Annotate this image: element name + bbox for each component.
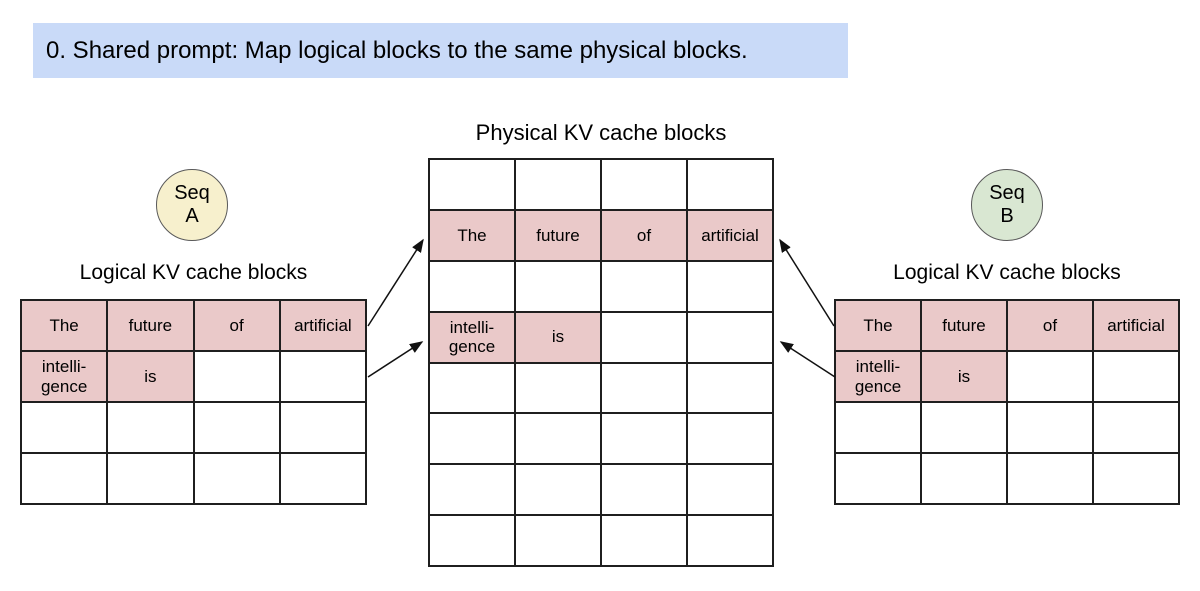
logical_b-cell-r2c1 [921,402,1007,453]
physical-cell-r3c0: intelli- gence [429,311,515,363]
logical_a-cell-r3c2 [193,453,280,504]
physical-cell-r4c2 [601,362,687,414]
logical_a-cell-r1c2 [193,351,280,402]
physical-cell-r6c3 [687,464,773,516]
logical-b-blocks-title: Logical KV cache blocks [893,261,1121,284]
logical_a-cell-r1c3 [279,351,366,402]
arrow-seq-a-block0 [367,238,424,327]
physical-cell-r5c1 [515,413,601,465]
physical-cell-r5c0 [429,413,515,465]
physical-cell-r2c0 [429,260,515,312]
logical_b-cell-r0c3: artificial [1093,300,1179,351]
logical_b-cell-r0c2: of [1007,300,1093,351]
physical-cell-r5c2 [601,413,687,465]
physical-cell-r0c1 [515,159,601,210]
logical_a-cell-r3c1 [107,453,194,504]
logical_a-cell-r0c3: artificial [279,300,366,351]
physical-cell-r2c2 [601,260,687,312]
logical_b-cell-r2c0 [835,402,921,453]
seq-a-label: Seq A [174,182,210,227]
logical_a-cell-r1c1: is [107,351,194,402]
logical_b-cell-r3c1 [921,453,1007,504]
seq-b-badge: Seq B [971,169,1043,241]
logical-a-blocks-title: Logical KV cache blocks [79,261,308,284]
physical-cell-r0c3 [687,159,773,210]
logical_a-cell-r2c2 [193,402,280,453]
logical_a-cell-r3c0 [21,453,108,504]
logical_b-cell-r1c0: intelli- gence [835,351,921,402]
physical-cell-r5c3 [687,413,773,465]
physical-cell-r2c1 [515,260,601,312]
logical_a-cell-r0c2: of [193,300,280,351]
seq-b-label: Seq B [989,182,1025,227]
physical-cell-r6c1 [515,464,601,516]
logical_b-cell-r2c3 [1093,402,1179,453]
logical_b-cell-r0c0: The [835,300,921,351]
physical-cell-r1c0: The [429,209,515,261]
physical-cell-r7c0 [429,515,515,566]
physical-cell-r4c3 [687,362,773,414]
seq-a-badge: Seq A [156,169,228,241]
logical_b-cell-r1c1: is [921,351,1007,402]
physical-cell-r3c3 [687,311,773,363]
logical_b-cell-r2c2 [1007,402,1093,453]
title-banner: 0. Shared prompt: Map logical blocks to … [33,23,848,78]
physical-cell-r3c1: is [515,311,601,363]
physical-cell-r0c0 [429,159,515,210]
physical-cell-r6c2 [601,464,687,516]
physical-cell-r7c2 [601,515,687,566]
physical-blocks-title: Physical KV cache blocks [475,120,727,145]
physical-cell-r7c3 [687,515,773,566]
physical-cell-r4c1 [515,362,601,414]
logical_b-cell-r3c3 [1093,453,1179,504]
physical-cell-r7c1 [515,515,601,566]
logical_b-cell-r3c0 [835,453,921,504]
logical_a-cell-r2c3 [279,402,366,453]
physical-cell-r1c1: future [515,209,601,261]
logical_a-cell-r0c1: future [107,300,194,351]
arrow-seq-b-block0 [779,238,835,327]
logical_a-cell-r0c0: The [21,300,108,351]
logical_b-cell-r3c2 [1007,453,1093,504]
logical_b-cell-r0c1: future [921,300,1007,351]
physical-cell-r4c0 [429,362,515,414]
logical_a-cell-r1c0: intelli- gence [21,351,108,402]
physical-cell-r0c2 [601,159,687,210]
logical_b-cell-r1c3 [1093,351,1179,402]
logical_a-cell-r2c1 [107,402,194,453]
physical-cell-r1c2: of [601,209,687,261]
logical_b-cell-r1c2 [1007,351,1093,402]
arrow-seq-a-block1 [367,341,424,378]
arrow-seq-b-block1 [779,341,836,378]
physical-cell-r1c3: artificial [687,209,773,261]
title-banner-text: 0. Shared prompt: Map logical blocks to … [46,36,748,64]
physical-cell-r6c0 [429,464,515,516]
physical-cell-r3c2 [601,311,687,363]
physical-cell-r2c3 [687,260,773,312]
logical_a-cell-r3c3 [279,453,366,504]
logical_a-cell-r2c0 [21,402,108,453]
